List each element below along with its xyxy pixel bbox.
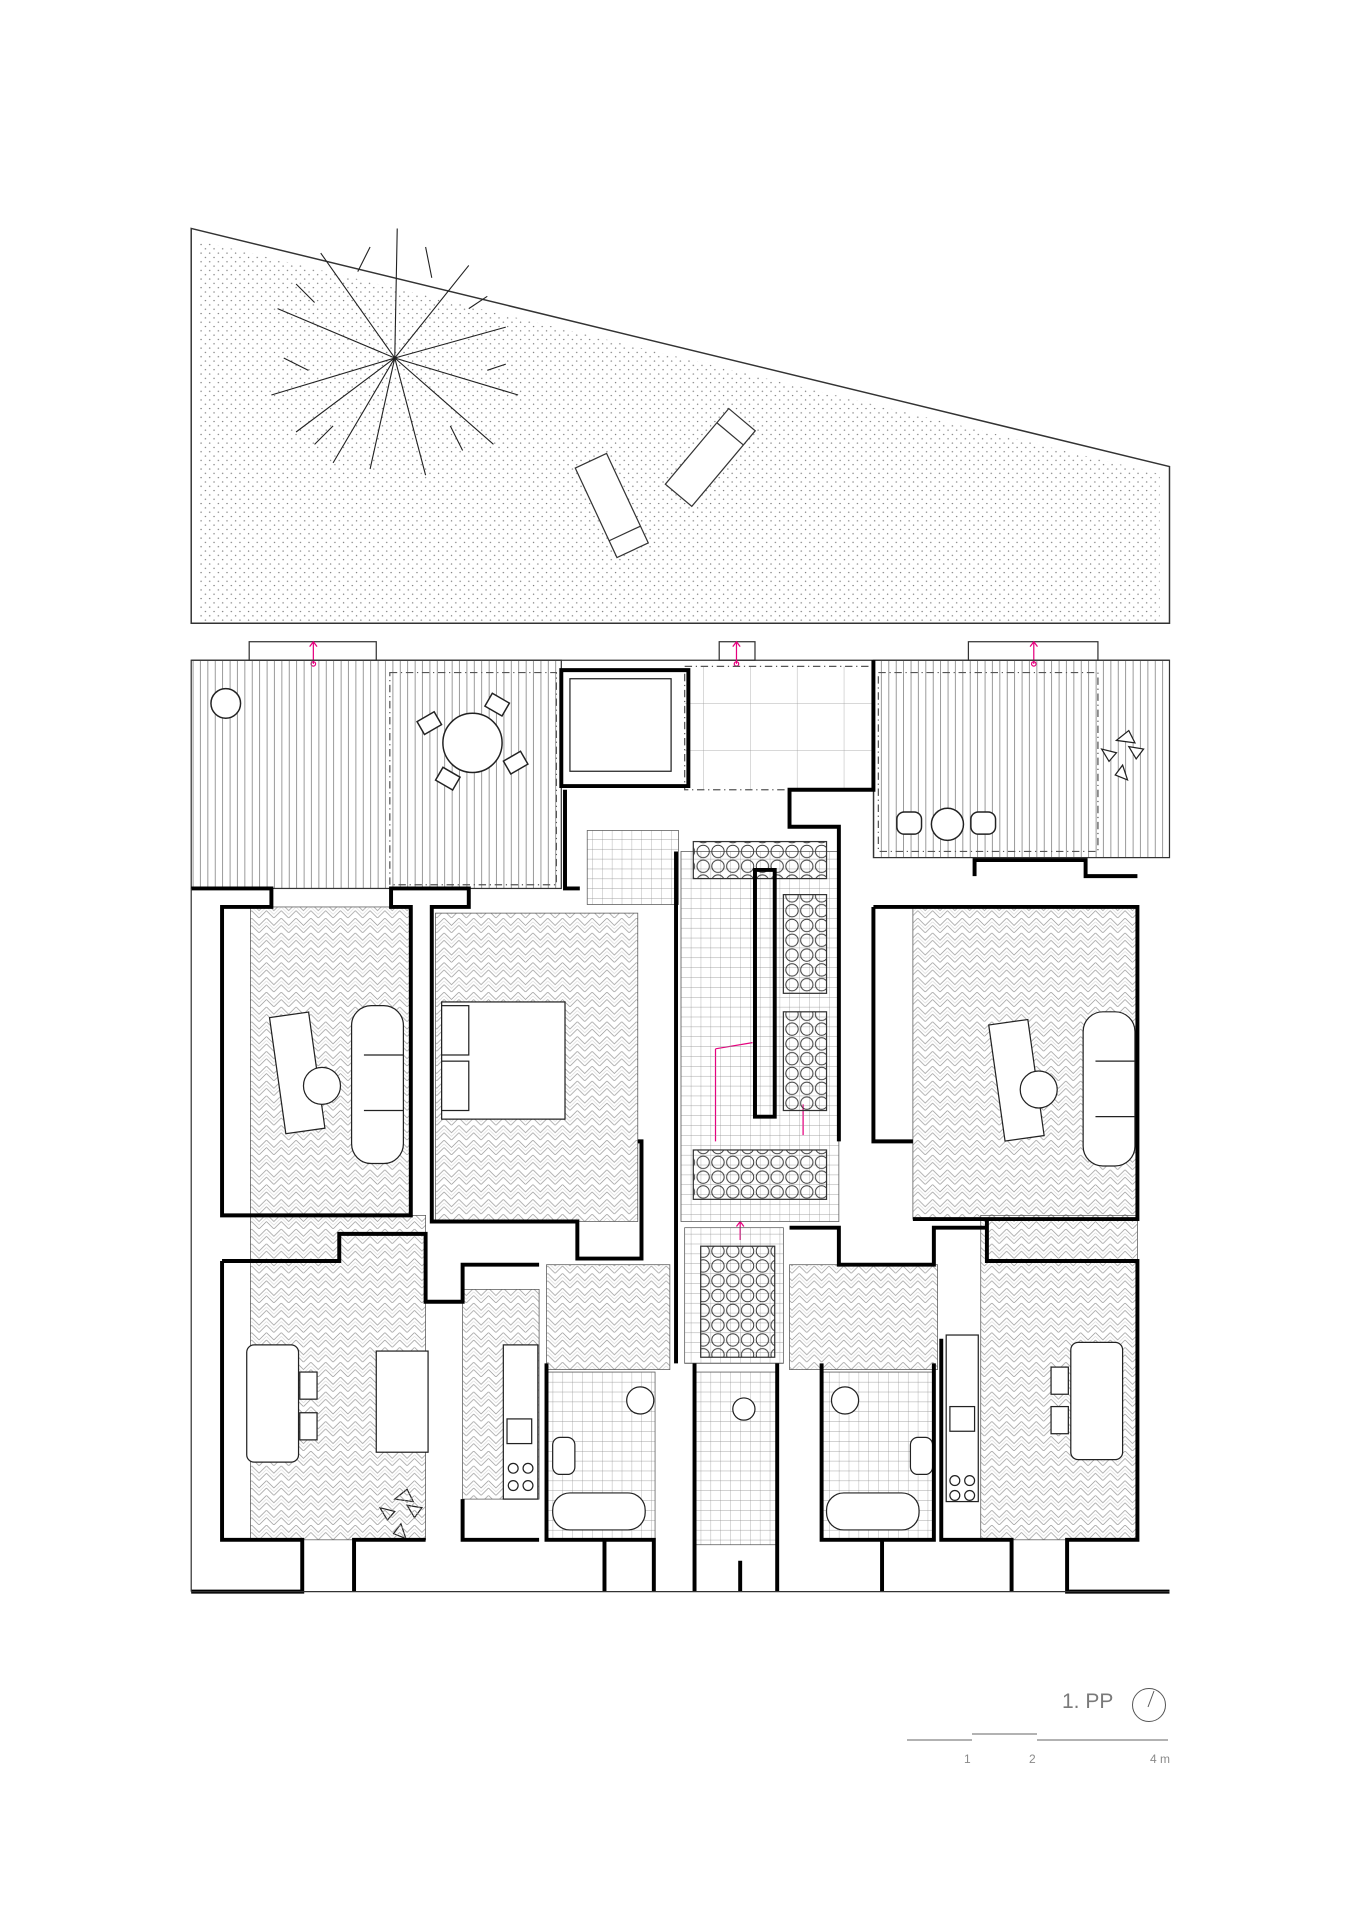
terrace-center-tiles	[684, 665, 875, 791]
garden	[190, 227, 1171, 624]
planters	[191, 641, 1170, 661]
terrace-right	[872, 659, 1171, 859]
decorative-tiles	[692, 840, 828, 1358]
walls	[191, 660, 1170, 1594]
scale-label-2: 2	[1029, 1752, 1036, 1766]
wc-center	[694, 1371, 779, 1546]
north-arrow-icon	[1132, 1688, 1166, 1722]
storage	[586, 830, 679, 905]
hall-left	[546, 1264, 671, 1370]
dining-set	[210, 687, 529, 792]
hall-right	[789, 1264, 938, 1370]
scale-bar	[907, 1733, 1168, 1741]
tree-icon	[271, 228, 519, 476]
terrace-left	[190, 659, 562, 890]
furniture	[246, 678, 1136, 1531]
exterior-line	[190, 888, 1170, 1593]
floor-label: 1. PP	[1062, 1690, 1114, 1713]
lounge-set	[896, 807, 997, 842]
sun-loungers	[574, 407, 757, 559]
scale-label-4m: 4 m	[1150, 1752, 1171, 1766]
scale-label-1: 1	[964, 1752, 971, 1766]
